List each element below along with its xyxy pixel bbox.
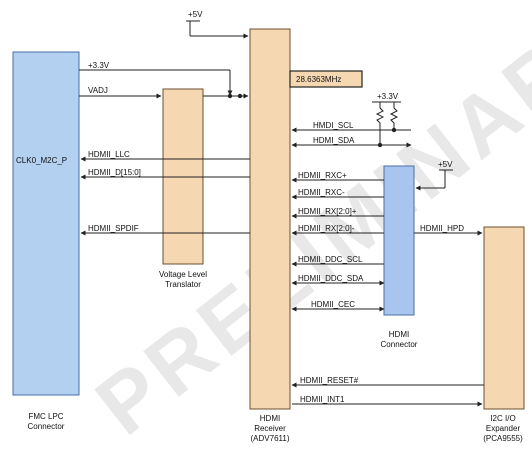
reset-label: HDMII_RESET# xyxy=(300,376,359,385)
ddc-sda-label: HDMII_DDC_SDA xyxy=(298,274,364,283)
rxm-label: HDMII_RX[2:0]- xyxy=(298,224,355,233)
receiver-caption-line2: Receiver xyxy=(254,424,286,433)
rxcp-label: HDMII_RXC+ xyxy=(298,171,347,180)
fmc-caption-line1: FMC LPC xyxy=(28,412,64,421)
ddc-scl-label: HDMII_DDC_SCL xyxy=(298,255,363,264)
cec-label: HDMII_CEC xyxy=(311,300,356,309)
expander-caption-line2: Expander xyxy=(485,424,521,433)
hdmi-receiver-block xyxy=(249,28,291,410)
receiver-caption-line3: (ADV7611) xyxy=(250,434,290,443)
translator-caption-line1: Voltage Level xyxy=(158,270,208,279)
crystal-block xyxy=(289,70,363,88)
hpd-label: HDMII_HPD xyxy=(420,224,465,233)
receiver-caption-line1: HDMI xyxy=(259,414,281,423)
pullup-3v3-label: +3.3V xyxy=(377,92,399,101)
translator-caption-line2: Translator xyxy=(165,280,201,289)
expander-caption-line3: (PCA9555) xyxy=(483,434,523,443)
i2c-io-expander-block xyxy=(483,226,525,410)
fmc-lpc-connector-block xyxy=(12,51,80,396)
conn-5v-label: +5V xyxy=(438,160,453,169)
junction-dot xyxy=(227,93,233,99)
sda-label: HDMI_SDA xyxy=(313,136,355,145)
hdmi-connector-block xyxy=(383,165,415,316)
fmc-3v3-label: +3.3V xyxy=(88,61,110,70)
junction-dot xyxy=(237,93,243,99)
crystal-label: 28.6363MHz xyxy=(296,75,342,84)
rxp-label: HDMII_RX[2:0]+ xyxy=(298,207,357,216)
fmc-inner-label: CLK0_M2C_P xyxy=(16,156,68,165)
connector-caption-line1: HDMI xyxy=(388,330,410,339)
rx-5v-label: +5V xyxy=(188,10,203,19)
junction-dot xyxy=(391,127,397,133)
connector-caption-line2: Connector xyxy=(380,340,418,349)
junction-dot xyxy=(377,142,383,148)
expander-caption-line1: I2C I/O xyxy=(490,414,516,423)
scl-label: HMDI_SCL xyxy=(313,121,354,130)
rxcm-label: HDMII_RXC- xyxy=(298,188,345,197)
spdif-label: HDMII_SPDIF xyxy=(88,224,139,233)
vadj-label: VADJ xyxy=(88,86,108,95)
llc-label: HDMII_LLC xyxy=(88,150,130,159)
d-label: HDMII_D[15:0] xyxy=(88,168,141,177)
fmc-caption-line2: Connector xyxy=(27,422,65,431)
int1-label: HDMII_INT1 xyxy=(300,395,345,404)
